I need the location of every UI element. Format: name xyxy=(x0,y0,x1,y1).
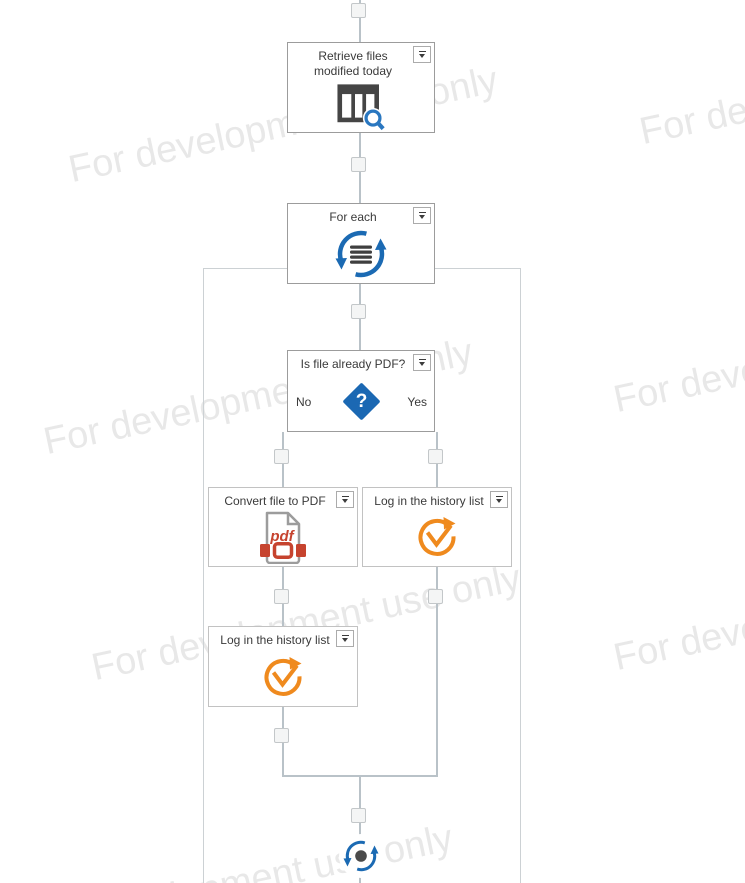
history-log-icon xyxy=(264,657,302,696)
node-title: Log in the history list xyxy=(220,633,330,647)
connector-point[interactable] xyxy=(428,449,443,464)
dropdown-caret-icon xyxy=(341,495,349,498)
watermark-text: For development use only xyxy=(610,289,745,422)
node-menu-dropdown[interactable] xyxy=(336,630,354,647)
connector-line-merge xyxy=(282,775,438,777)
branch-label-no: No xyxy=(296,395,312,409)
connector-line xyxy=(436,567,438,777)
watermark-text: For development use only xyxy=(65,59,502,192)
node-title: Is file already PDF? xyxy=(300,357,406,371)
watermark-text: For development use only xyxy=(636,21,745,154)
action-node-log-history-no[interactable]: Log in the history list xyxy=(208,626,358,707)
action-node-log-history-yes[interactable]: Log in the history list xyxy=(362,487,512,567)
dropdown-caret-icon xyxy=(495,495,503,498)
connector-line xyxy=(359,777,361,883)
node-menu-dropdown[interactable] xyxy=(413,46,431,63)
dropdown-caret-icon xyxy=(418,211,426,214)
connector-point[interactable] xyxy=(274,589,289,604)
history-log-icon xyxy=(418,517,456,556)
connector-point[interactable] xyxy=(351,157,366,172)
node-title: Retrieve files modified today xyxy=(313,49,393,78)
node-menu-dropdown[interactable] xyxy=(336,491,354,508)
node-menu-dropdown[interactable] xyxy=(413,207,431,224)
action-node-convert-to-pdf[interactable]: Convert file to PDF pdf xyxy=(208,487,358,567)
loop-back-icon xyxy=(339,834,383,878)
node-title: For each xyxy=(329,210,377,224)
dropdown-caret-icon xyxy=(341,634,349,637)
action-node-retrieve-files[interactable]: Retrieve files modified today xyxy=(287,42,435,133)
svg-text:pdf: pdf xyxy=(269,528,295,545)
condition-node-is-file-pdf[interactable]: Is file already PDF? No Yes ? xyxy=(287,350,435,432)
node-menu-dropdown[interactable] xyxy=(490,491,508,508)
node-title: Convert file to PDF xyxy=(224,494,326,508)
dropdown-caret-icon xyxy=(418,358,426,361)
connector-point[interactable] xyxy=(274,449,289,464)
question-diamond-icon: ? xyxy=(341,382,381,421)
connector-line xyxy=(359,0,361,42)
dropdown-caret-icon xyxy=(418,50,426,53)
connector-point[interactable] xyxy=(351,3,366,18)
node-menu-dropdown[interactable] xyxy=(413,354,431,371)
watermark-text: For development use only xyxy=(610,547,745,680)
action-node-for-each[interactable]: For each xyxy=(287,203,435,284)
connector-point[interactable] xyxy=(351,808,366,823)
branch-label-yes: Yes xyxy=(407,395,427,409)
connector-point[interactable] xyxy=(351,304,366,319)
library-search-icon xyxy=(337,84,385,131)
pdf-file-icon: pdf xyxy=(260,511,306,564)
foreach-loop-icon xyxy=(335,230,387,278)
connector-point[interactable] xyxy=(428,589,443,604)
connector-point[interactable] xyxy=(274,728,289,743)
node-title: Log in the history list xyxy=(374,494,484,508)
